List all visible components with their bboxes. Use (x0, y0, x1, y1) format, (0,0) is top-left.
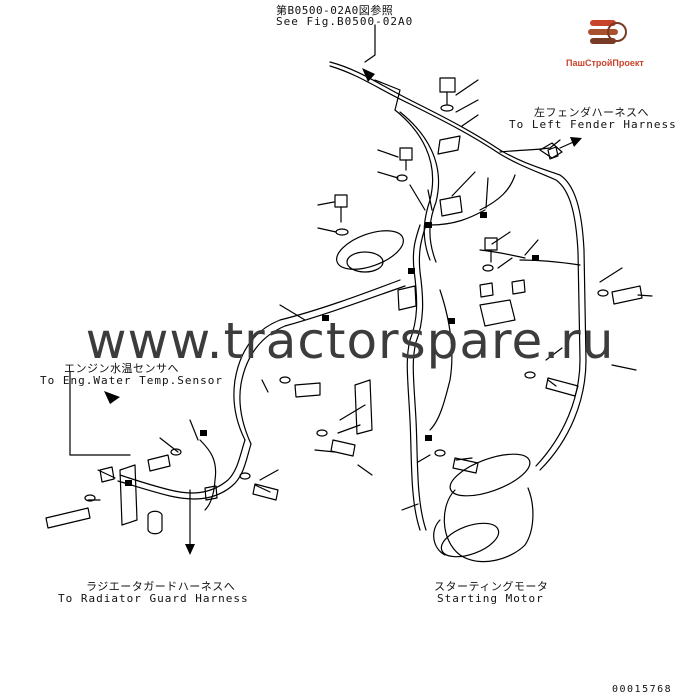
reference-note-jp: 第B0500-02A0図参照 (276, 4, 394, 17)
drawing-code: 00015768 (612, 684, 673, 695)
eng-water-temp-label-jp: エンジン水温センサへ (64, 362, 179, 375)
left-fender-label-jp: 左フェンダハーネスへ (534, 106, 649, 119)
reference-note-en: See Fig.B0500-02A0 (276, 15, 414, 28)
radiator-guard-label-en: To Radiator Guard Harness (58, 592, 249, 605)
eng-water-temp-label-en: To Eng.Water Temp.Sensor (40, 374, 223, 387)
starting-motor-label-jp: スターティングモータ (434, 580, 549, 593)
left-fender-label-en: To Left Fender Harness (509, 118, 677, 131)
starting-motor-label-en: Starting Motor (437, 592, 544, 605)
radiator-guard-label-jp: ラジエータガードハーネスへ (86, 580, 236, 593)
logo-name: ПашСтройПроект (566, 58, 644, 68)
watermark-text: www.tractorspare.ru (85, 312, 615, 370)
